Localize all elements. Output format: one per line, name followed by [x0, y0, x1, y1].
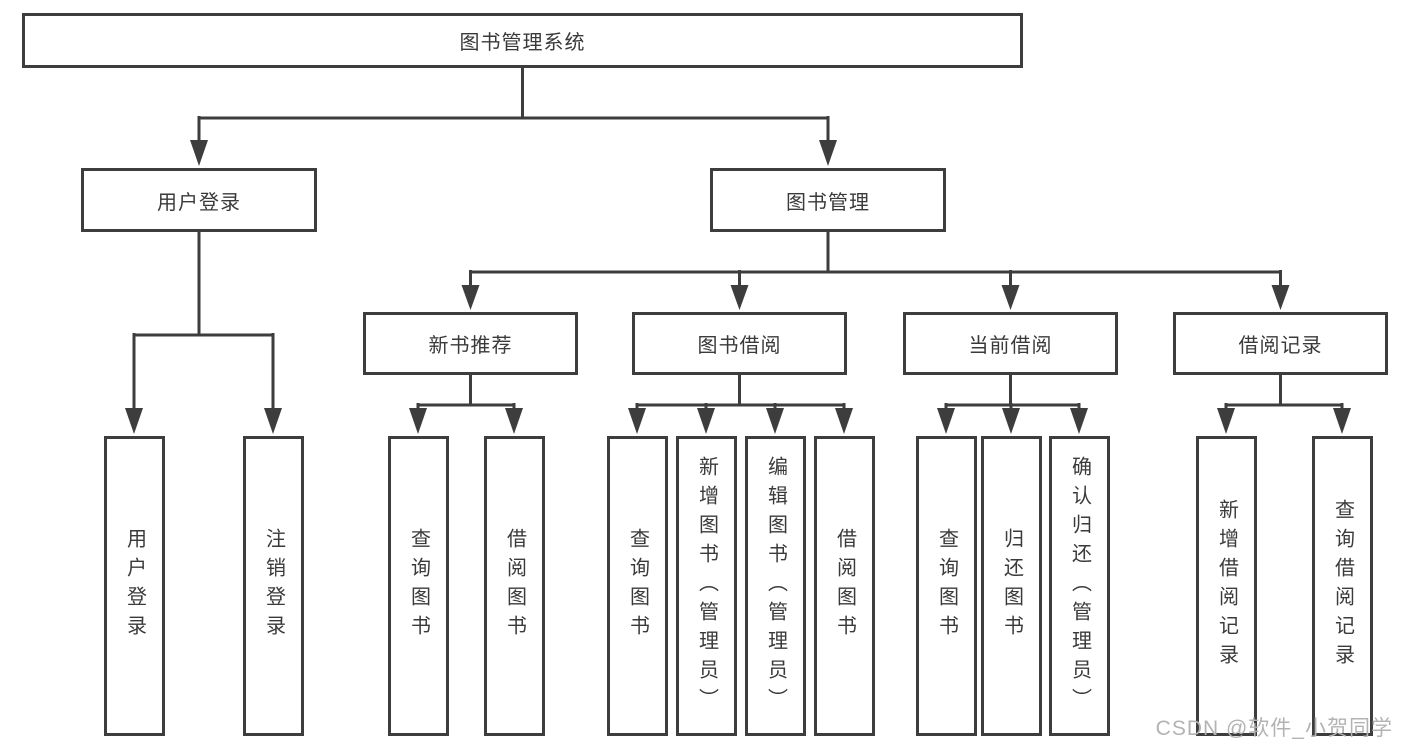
leaf-query-books-current: 查询图书 [916, 436, 977, 736]
leaf-add-books-admin: 新增图书（管理员） [676, 436, 737, 736]
node-book-management: 图书管理 [710, 168, 946, 232]
leaf-edit-books-admin: 编辑图书（管理员） [745, 436, 806, 736]
node-library-system: 图书管理系统 [22, 13, 1023, 68]
node-borrowing-records: 借阅记录 [1173, 312, 1388, 375]
node-user-login: 用户登录 [81, 168, 317, 232]
leaf-user-login: 用户登录 [104, 436, 165, 736]
leaf-add-borrow-record: 新增借阅记录 [1196, 436, 1257, 736]
leaf-return-books: 归还图书 [981, 436, 1042, 736]
leaf-query-books-recommend: 查询图书 [388, 436, 449, 736]
leaf-query-borrow-record: 查询借阅记录 [1312, 436, 1373, 736]
node-book-borrowing: 图书借阅 [632, 312, 847, 375]
leaf-logout-login: 注销登录 [243, 436, 304, 736]
node-current-borrowing: 当前借阅 [903, 312, 1118, 375]
leaf-borrow-books-recommend: 借阅图书 [484, 436, 545, 736]
leaf-query-books-borrowing: 查询图书 [607, 436, 668, 736]
leaf-borrow-books: 借阅图书 [814, 436, 875, 736]
leaf-confirm-return-admin: 确认归还（管理员） [1049, 436, 1110, 736]
node-new-book-recommendation: 新书推荐 [363, 312, 578, 375]
csdn-watermark: CSDN @软件_小贺同学 [1155, 717, 1393, 740]
